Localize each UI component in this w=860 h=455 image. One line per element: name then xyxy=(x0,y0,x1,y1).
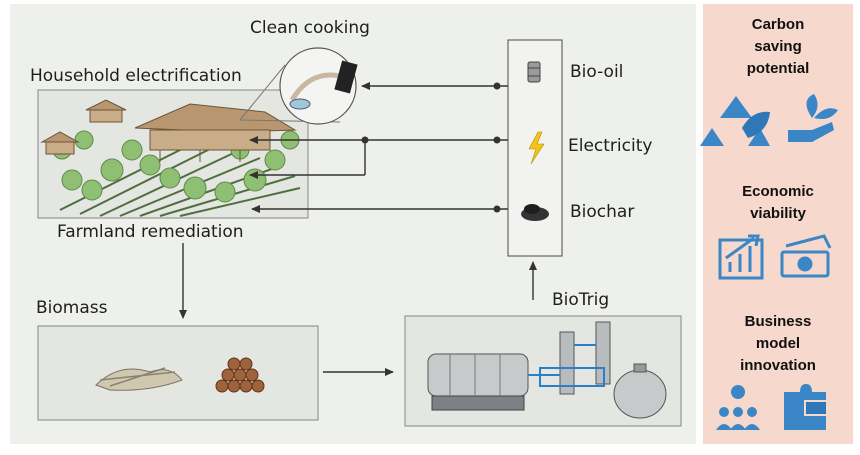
biomass-box xyxy=(37,325,319,421)
label-clean-cooking: Clean cooking xyxy=(250,18,370,38)
straw-pile-icon xyxy=(95,367,183,391)
heading-line: saving xyxy=(754,38,802,55)
pyrolysis-reactor-icon xyxy=(427,321,667,419)
label-household-electrification: Household electrification xyxy=(30,66,242,86)
puzzle-icon xyxy=(784,384,828,430)
heading-line: potential xyxy=(746,60,810,77)
household-farmland-image xyxy=(37,89,309,219)
output-arrows xyxy=(179,82,537,376)
output-label-bio-oil: Bio-oil xyxy=(570,62,624,82)
hand-plant-icon xyxy=(788,94,838,142)
output-label-biochar: Biochar xyxy=(570,202,635,222)
label-biotrig: BioTrig xyxy=(552,290,610,310)
heading-line: Carbon xyxy=(751,16,805,33)
growth-chart-icon xyxy=(718,234,764,280)
biochar-pile-icon xyxy=(521,204,549,221)
recycle-leaf-icon xyxy=(700,96,770,146)
team-idea-icon xyxy=(716,385,760,430)
lightning-icon xyxy=(528,131,545,165)
wood-logs-icon xyxy=(215,357,265,393)
clean-cooking-image xyxy=(239,47,358,125)
label-biomass: Biomass xyxy=(36,298,108,318)
heading-business-model-innovation: Business model innovation xyxy=(703,311,853,377)
benefits-sidebar xyxy=(703,4,853,444)
output-label-electricity: Electricity xyxy=(568,136,653,156)
heading-economic-viability: Economic viability xyxy=(703,181,853,225)
heading-line: Economic xyxy=(742,183,814,200)
heading-line: model xyxy=(755,335,801,352)
heading-carbon-saving-potential: Carbon saving potential xyxy=(703,14,853,80)
label-farmland-remediation: Farmland remediation xyxy=(57,222,244,242)
heading-line: Business xyxy=(744,313,812,330)
barrel-icon xyxy=(527,61,541,83)
heading-line: viability xyxy=(750,205,806,222)
money-bill-icon xyxy=(780,234,832,278)
heading-line: innovation xyxy=(740,357,816,374)
